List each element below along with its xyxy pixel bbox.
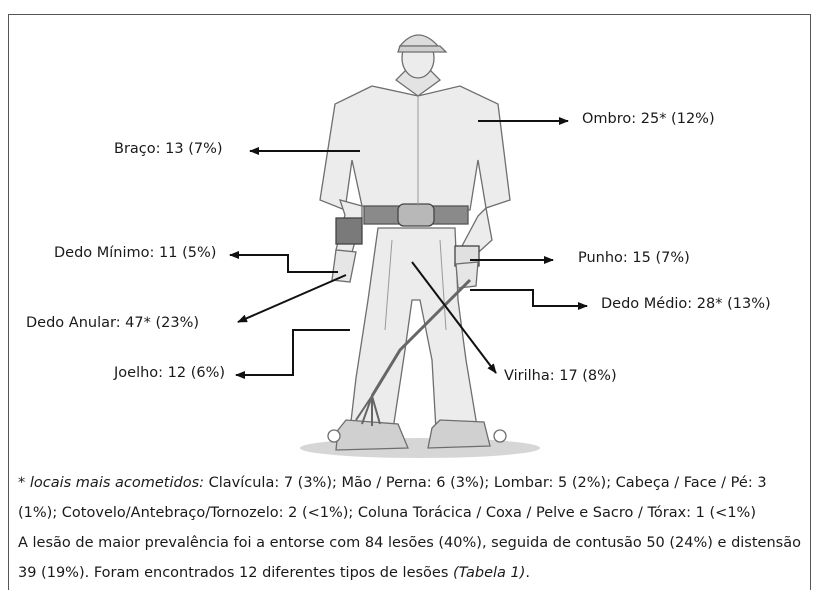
figure-frame bbox=[8, 14, 811, 590]
label-braco: Braço: 13 (7%) bbox=[114, 141, 223, 157]
caption: * locais mais acometidos: Clavícula: 7 (… bbox=[18, 468, 808, 588]
table-reference: (Tabela 1) bbox=[453, 565, 526, 581]
label-joelho: Joelho: 12 (6%) bbox=[114, 365, 226, 381]
caption-para-end: . bbox=[525, 565, 531, 581]
arrow-dedo-anular bbox=[237, 274, 347, 323]
arrow-virilha bbox=[411, 261, 497, 374]
label-dedo-medio: Dedo Médio: 28* (13%) bbox=[601, 296, 771, 312]
caption-note-line1: Clavícula: 7 (3%); Mão / Perna: 6 (3%); … bbox=[204, 475, 767, 491]
caption-para-line1: A lesão de maior prevalência foi a entor… bbox=[18, 535, 801, 551]
caption-note-line2: (1%); Cotovelo/Antebraço/Tornozelo: 2 (<… bbox=[18, 505, 756, 521]
arrow-dedo-minimo bbox=[229, 251, 338, 273]
pointer-lines bbox=[229, 117, 588, 379]
cowboy-figure bbox=[300, 34, 540, 458]
label-dedo-minimo: Dedo Mínimo: 11 (5%) bbox=[54, 245, 217, 261]
arrow-joelho bbox=[235, 329, 350, 379]
label-dedo-anular: Dedo Anular: 47* (23%) bbox=[26, 315, 200, 331]
caption-para-start: 39 (19%). Foram encontrados 12 diferente… bbox=[18, 565, 453, 581]
arrow-dedo-medio bbox=[470, 289, 588, 310]
caption-note: * locais mais acometidos: Clavícula: 7 (… bbox=[18, 468, 808, 498]
label-punho: Punho: 15 (7%) bbox=[578, 250, 690, 266]
caption-para-line2: 39 (19%). Foram encontrados 12 diferente… bbox=[18, 558, 808, 588]
label-virilha: Virilha: 17 (8%) bbox=[504, 368, 617, 384]
label-ombro: Ombro: 25* (12%) bbox=[582, 111, 715, 127]
caption-note-prefix: * locais mais acometidos: bbox=[18, 475, 205, 491]
